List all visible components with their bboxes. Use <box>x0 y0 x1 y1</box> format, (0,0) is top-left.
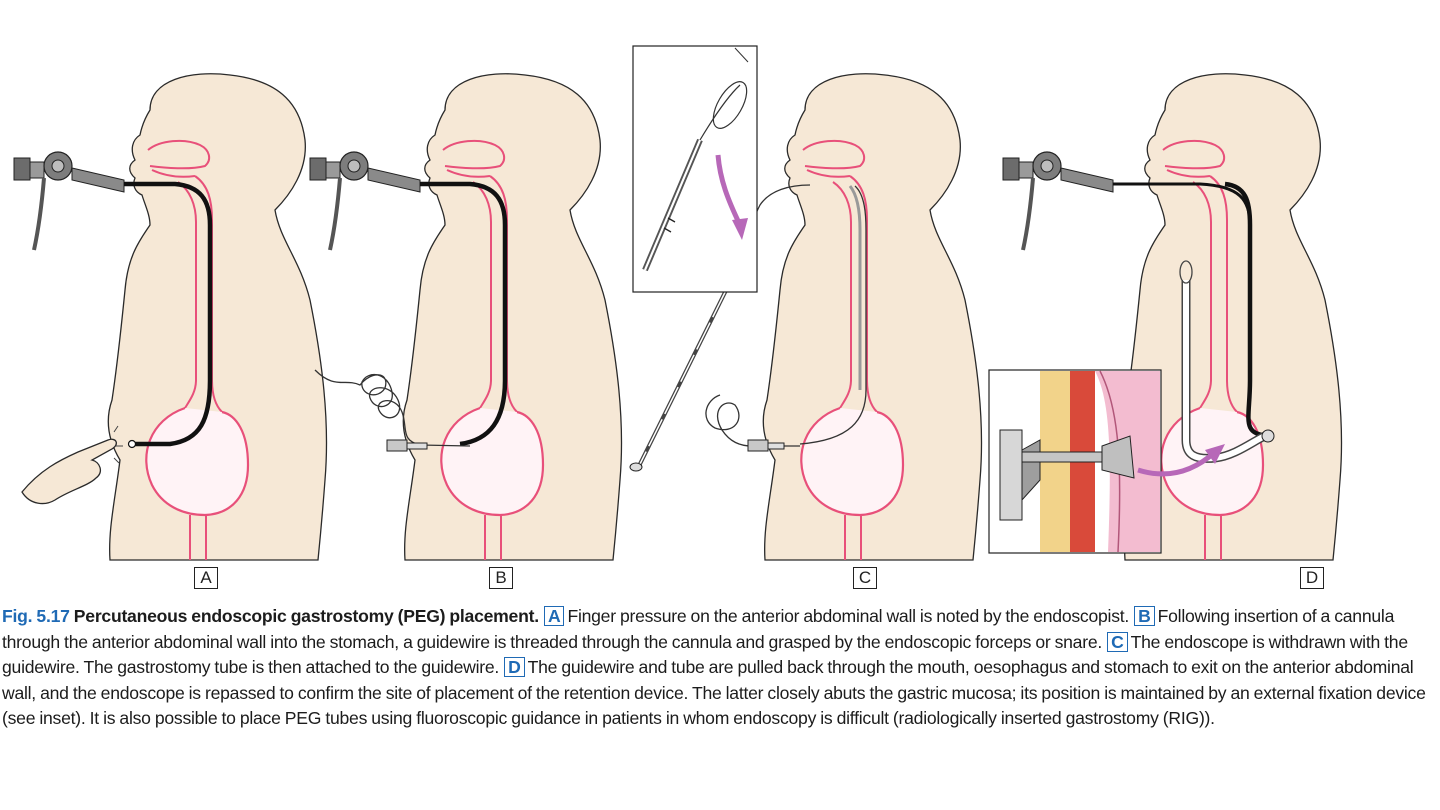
figure-title: Percutaneous endoscopic gastrostomy (PEG… <box>73 606 539 626</box>
caption-text-d: The guidewire and tube are pulled back t… <box>2 657 1426 728</box>
caption-label-d: D <box>504 657 525 677</box>
arrow-icon <box>1205 444 1225 464</box>
caption-label-c: C <box>1107 631 1128 652</box>
panel-label-c: C <box>853 567 877 589</box>
caption-text-b: Following insertion of a cannula through… <box>2 606 1395 652</box>
panel-d-illustration <box>988 72 1343 562</box>
panel-label-b: B <box>489 567 513 589</box>
hand-icon <box>21 438 117 505</box>
caption-text-a: Finger pressure on the anterior abdomina… <box>567 606 1130 626</box>
figure-caption: Fig. 5.17 Percutaneous endoscopic gastro… <box>2 604 1432 732</box>
panel-label-a: A <box>194 567 218 589</box>
panel-d-inset <box>988 369 1225 554</box>
caption-text-c: The endoscope is withdrawn with the guid… <box>2 631 1408 678</box>
panel-a-illustration <box>12 72 328 562</box>
panel-c-illustration <box>629 45 983 562</box>
panel-b-illustration <box>308 72 623 562</box>
caption-label-a: A <box>543 606 565 626</box>
arrow-icon <box>732 218 748 240</box>
panel-label-d: D <box>1300 567 1324 589</box>
peg-illustration <box>12 45 1343 562</box>
figure-number: Fig. 5.17 <box>2 606 70 626</box>
peg-figure: A B C D <box>12 45 1343 589</box>
caption-label-b: B <box>1134 606 1155 626</box>
